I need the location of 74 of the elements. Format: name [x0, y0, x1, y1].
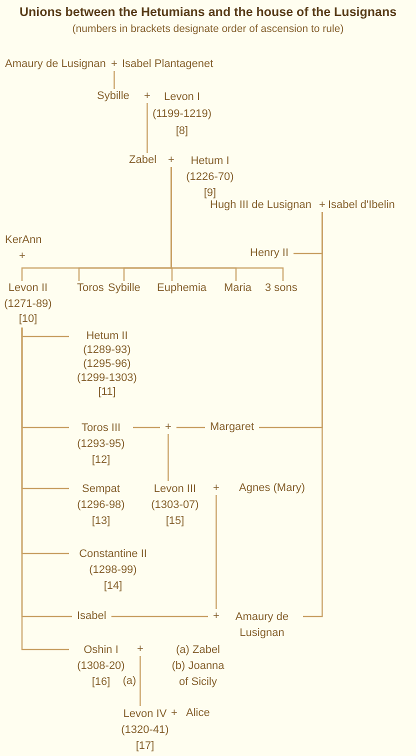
person-name: Agnes (Mary): [239, 481, 306, 495]
person-name: Toros III: [80, 421, 122, 436]
reign-info: (1299-1303): [76, 371, 138, 385]
union-sign: +: [168, 153, 174, 167]
union-sign: +: [171, 706, 178, 720]
person-name: Levon I: [162, 90, 202, 105]
reign-info: (1226-70): [185, 170, 235, 185]
person-name: Euphemia: [157, 281, 207, 295]
person-name: Sybille: [97, 89, 130, 103]
union-sign: +: [213, 609, 220, 623]
person-name: Isabel: [77, 609, 106, 623]
diagram-title: Unions between the Hetumians and the house of the Lusignans: [18, 5, 398, 19]
reign-info: [17]: [134, 739, 156, 754]
person-name: Alice: [186, 706, 210, 720]
connector-line: [216, 495, 217, 609]
connector-line: [303, 212, 323, 618]
union-sign: +: [213, 481, 220, 495]
reign-info: [9]: [202, 186, 218, 200]
person-name: Toros: [77, 281, 104, 295]
union-sign: +: [19, 249, 26, 263]
reign-info: (1320-41): [120, 723, 170, 738]
reign-info: (1271-89): [3, 296, 53, 312]
person-name: Levon IV: [122, 707, 168, 722]
person-name: Isabel Plantagenet: [122, 57, 214, 71]
connector-line: [140, 656, 141, 706]
union-sign: +: [137, 642, 144, 656]
person-name: Zabel: [129, 153, 157, 167]
connector-line: [170, 167, 284, 281]
reign-info: [15]: [164, 514, 186, 529]
union-sign: +: [319, 198, 326, 212]
person-name: Sybille: [108, 281, 140, 295]
person-name: Constantine II: [78, 547, 148, 562]
connector-line: [133, 426, 160, 428]
person-name: Amaury de Lusignan: [234, 610, 290, 641]
reign-info: (b) Joanna of Sicily: [170, 659, 226, 690]
person-name: Hetum I: [190, 154, 230, 169]
subtitle: (numbers in brackets designate order of ascension to rule): [71, 22, 345, 36]
person-name: Margaret: [210, 420, 254, 434]
reign-info: (1295-96): [82, 357, 132, 371]
person-name: Maria: [224, 281, 252, 295]
person-name: 3 sons: [265, 281, 298, 295]
person-name: Hetum II: [85, 329, 129, 343]
person-name: (a) Zabel: [174, 643, 222, 658]
reign-info: [13]: [90, 514, 112, 529]
connector-line: [111, 616, 208, 618]
reign-info: (1296-98): [76, 498, 126, 513]
reign-info: (1199-1219): [151, 107, 213, 122]
reign-info: (1308-20): [76, 659, 126, 674]
connector-line: [176, 426, 205, 428]
person-name: Levon III: [152, 482, 198, 497]
reign-info: [12]: [90, 453, 112, 468]
connector-line: [114, 71, 115, 89]
person-name: Amaury de Lusignan: [5, 57, 106, 71]
connector-line: [168, 434, 169, 481]
reign-info: (1298-99): [88, 563, 138, 578]
reign-info: (1289-93): [82, 343, 132, 357]
reign-info: [8]: [174, 124, 190, 139]
person-name: Henry II: [250, 246, 289, 260]
edge-label: (a): [122, 675, 138, 688]
connector-line: [146, 103, 148, 153]
reign-info: (1293-95): [76, 437, 126, 452]
person-name: Levon II: [7, 281, 49, 296]
union-sign: +: [111, 57, 118, 71]
reign-info: (1303-07): [150, 498, 200, 513]
reign-info: [14]: [102, 579, 124, 594]
person-name: Hugh III de Lusignan: [210, 198, 312, 212]
person-name: Oshin I: [82, 643, 120, 658]
reign-info: [11]: [97, 385, 117, 399]
union-sign: +: [165, 420, 172, 434]
reign-info: [10]: [18, 312, 38, 327]
person-name: Isabel d'Ibelin: [328, 198, 395, 212]
person-name: KerAnn: [5, 233, 42, 247]
union-sign: +: [144, 89, 150, 103]
person-name: Sempat: [81, 482, 121, 497]
